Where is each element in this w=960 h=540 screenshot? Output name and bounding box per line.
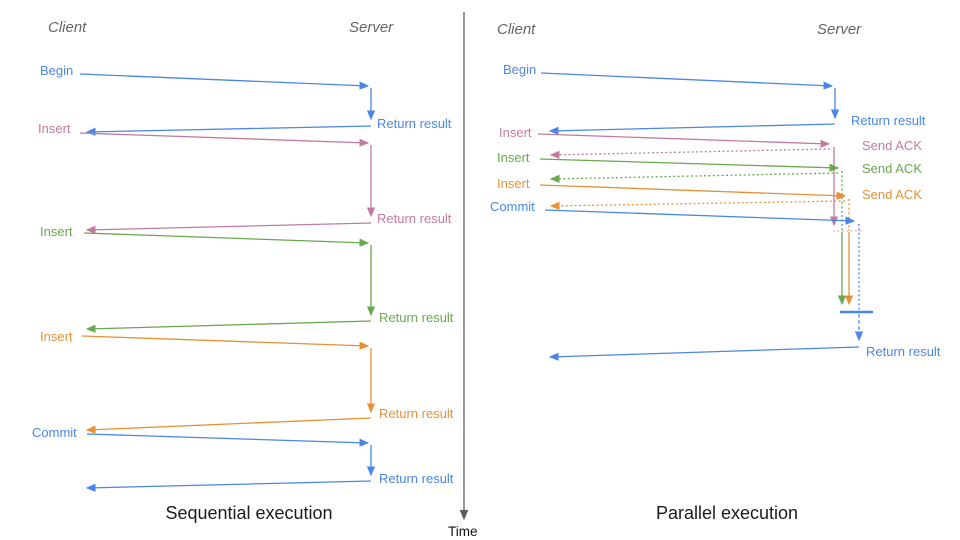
seq-client-header: Client — [48, 19, 87, 36]
seq-server-header: Server — [349, 19, 394, 36]
seq-return-3: Return result — [379, 310, 454, 325]
par-return-top: Return result — [851, 113, 926, 128]
par-ack-2: Send ACK — [862, 161, 922, 176]
par-op-begin: Begin — [503, 62, 537, 77]
seq-begin-arrows — [79, 73, 376, 136]
time-axis-label: Time — [448, 524, 478, 539]
par-ack-1: Send ACK — [862, 138, 922, 153]
par-ack-3: Send ACK — [862, 187, 922, 202]
seq-op-insert1: Insert — [38, 121, 71, 136]
seq-op-begin: Begin — [40, 63, 74, 78]
seq-return-2: Return result — [377, 211, 452, 226]
par-op-insert2: Insert — [497, 150, 530, 165]
par-return-bottom: Return result — [866, 344, 941, 359]
seq-return-5: Return result — [379, 471, 454, 486]
par-server-header: Server — [817, 21, 862, 38]
seq-return-4: Return result — [379, 406, 454, 421]
seq-commit-arrows — [85, 433, 376, 492]
par-begin-arrows — [540, 72, 840, 135]
par-insert3-arrows — [539, 184, 854, 306]
par-client-header: Client — [497, 21, 536, 38]
seq-op-insert2: Insert — [40, 224, 73, 239]
par-op-commit: Commit — [490, 199, 535, 214]
par-insert1-arrows — [537, 133, 864, 232]
seq-return-1: Return result — [377, 116, 452, 131]
seq-insert2-arrows — [83, 232, 376, 333]
seq-op-commit: Commit — [32, 425, 77, 440]
par-commit-arrows — [544, 209, 873, 361]
seq-title: Sequential execution — [165, 503, 333, 523]
seq-op-insert3: Insert — [40, 329, 73, 344]
seq-insert3-arrows — [81, 335, 376, 434]
par-insert2-arrows — [539, 158, 847, 306]
seq-insert1-arrows — [79, 132, 376, 234]
par-op-insert3: Insert — [497, 176, 530, 191]
par-op-insert1: Insert — [499, 125, 532, 140]
par-title: Parallel execution — [655, 503, 799, 523]
